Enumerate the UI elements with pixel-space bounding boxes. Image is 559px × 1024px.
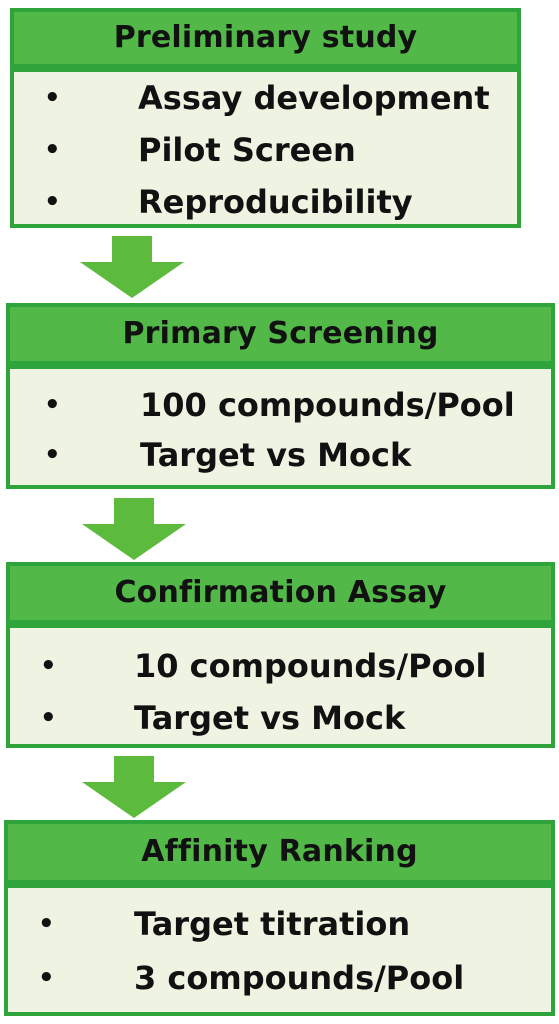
list-item: • Pilot Screen <box>14 130 517 170</box>
list-item: • 3 compounds/Pool <box>8 958 551 998</box>
bullet: • <box>40 651 57 681</box>
list-item: • Target titration <box>8 904 551 944</box>
stage-header: Affinity Ranking <box>4 820 555 884</box>
list-item: • Target vs Mock <box>10 698 551 738</box>
stage-title: Affinity Ranking <box>141 834 418 869</box>
item-text: 100 compounds/Pool <box>140 386 515 424</box>
item-text: 10 compounds/Pool <box>134 647 487 685</box>
list-item: • 10 compounds/Pool <box>10 646 551 686</box>
stage-header: Primary Screening <box>6 303 555 365</box>
stage-body: • Assay development • Pilot Screen • Rep… <box>10 68 521 228</box>
stage-body: • Target titration • 3 compounds/Pool <box>4 884 555 1016</box>
list-item: • Reproducibility <box>14 182 517 222</box>
bullet: • <box>40 703 57 733</box>
bullet: • <box>44 390 61 420</box>
stage-header: Confirmation Assay <box>6 562 555 624</box>
stage-title: Primary Screening <box>122 316 439 351</box>
item-text: Pilot Screen <box>138 131 356 169</box>
list-item: • Assay development <box>14 78 517 118</box>
item-text: Target titration <box>134 905 411 943</box>
bullet: • <box>44 440 61 470</box>
stage-title: Confirmation Assay <box>114 575 447 610</box>
stage-header: Preliminary study <box>10 8 521 68</box>
down-arrow-icon <box>80 236 184 298</box>
item-text: Reproducibility <box>138 183 413 221</box>
stage-body: • 100 compounds/Pool • Target vs Mock <box>6 365 555 489</box>
down-arrow-icon <box>82 756 186 818</box>
bullet: • <box>44 187 61 217</box>
bullet: • <box>38 963 55 993</box>
list-item: • 100 compounds/Pool <box>10 385 551 425</box>
stage-body: • 10 compounds/Pool • Target vs Mock <box>6 624 555 748</box>
down-arrow-icon <box>82 498 186 560</box>
stage-title: Preliminary study <box>113 20 418 55</box>
bullet: • <box>44 135 61 165</box>
item-text: Assay development <box>138 79 490 117</box>
item-text: Target vs Mock <box>140 436 412 474</box>
item-text: Target vs Mock <box>134 699 406 737</box>
bullet: • <box>38 909 55 939</box>
bullet: • <box>44 83 61 113</box>
item-text: 3 compounds/Pool <box>134 959 465 997</box>
list-item: • Target vs Mock <box>10 435 551 475</box>
